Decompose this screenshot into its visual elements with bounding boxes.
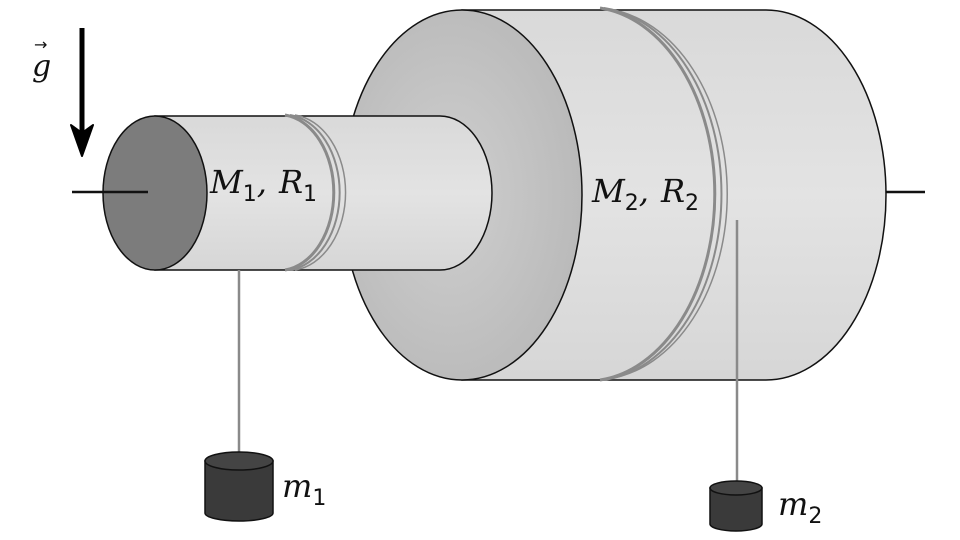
large-cylinder-body bbox=[461, 9, 887, 381]
hanging-mass-1 bbox=[204, 451, 274, 522]
hanging-mass-2 bbox=[709, 480, 763, 532]
svg-text:m2: m2 bbox=[778, 485, 822, 529]
label-mass-2: m2 bbox=[778, 485, 822, 529]
svg-text:g: g bbox=[32, 49, 51, 84]
svg-text:M2,R2: M2,R2 bbox=[591, 172, 699, 216]
large-cylinder-winding bbox=[599, 6, 728, 382]
label-small-cylinder: M1,R1 bbox=[209, 163, 317, 207]
svg-text:→: → bbox=[34, 35, 47, 54]
label-large-cylinder: M2,R2 bbox=[591, 172, 699, 216]
gravity-label: g → bbox=[32, 35, 51, 84]
small-cylinder-winding bbox=[284, 113, 347, 272]
small-cylinder-body bbox=[154, 115, 493, 271]
gravity-arrow-icon bbox=[70, 28, 94, 157]
label-mass-1: m1 bbox=[282, 467, 326, 511]
svg-text:m1: m1 bbox=[282, 467, 326, 511]
small-cylinder bbox=[102, 113, 493, 272]
svg-text:M1,R1: M1,R1 bbox=[209, 163, 317, 207]
